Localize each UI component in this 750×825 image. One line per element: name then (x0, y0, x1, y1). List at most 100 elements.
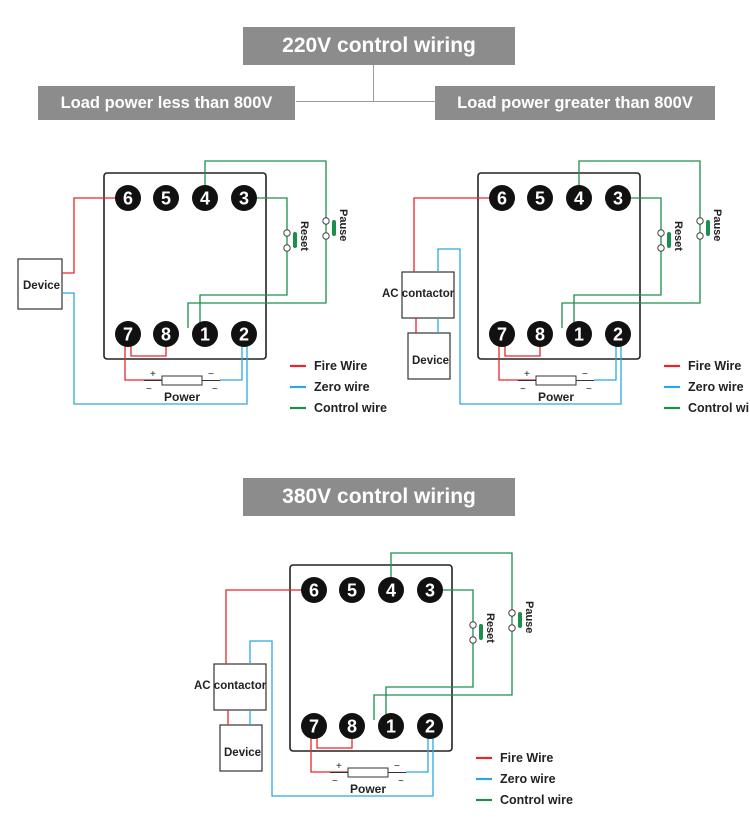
zero-wire-load (437, 248, 622, 405)
fire-wire-bridge (130, 342, 167, 357)
reset-button-label: Reset (298, 221, 310, 251)
zero-wire-power (220, 342, 243, 381)
terminal-1 (566, 321, 592, 347)
relay-housing (103, 172, 267, 360)
terminal-2 (417, 713, 443, 739)
power-plus: + (336, 761, 342, 772)
terminal-label: 3 (239, 189, 249, 209)
device-box (219, 724, 263, 772)
pause-button-label: Pause (711, 209, 723, 241)
device-label: Device (412, 355, 449, 367)
power-symbol (347, 767, 389, 778)
terminal-label: 2 (425, 717, 435, 737)
terminal-label: 7 (123, 325, 133, 345)
power-minus: − (582, 369, 588, 380)
relay-housing (477, 172, 641, 360)
zero-wire-power (594, 342, 617, 381)
terminal-4 (192, 185, 218, 211)
legend-label: Zero wire (500, 772, 556, 786)
terminal-label: 6 (497, 189, 507, 209)
terminal-label: 8 (161, 325, 171, 345)
device-box (17, 258, 63, 310)
pause-button-contact (322, 217, 330, 225)
legend-label: Fire Wire (688, 359, 741, 373)
power-label: Power (350, 782, 386, 796)
terminal-1 (378, 713, 404, 739)
power-tilde: ~ (332, 776, 338, 787)
terminal-5 (339, 577, 365, 603)
fire-wire-load (225, 589, 304, 664)
power-tilde: ~ (520, 384, 526, 395)
contactor-label: AC contactor (382, 288, 455, 300)
pause-button-label: Pause (523, 601, 535, 633)
reset-button-contact (283, 229, 291, 237)
fire-wire-bridge (504, 342, 541, 357)
terminal-6 (115, 185, 141, 211)
power-tilde: ~ (398, 776, 404, 787)
zero-wire-power (406, 734, 429, 773)
power-plus: + (524, 369, 530, 380)
power-tilde: ~ (146, 384, 152, 395)
terminal-4 (378, 577, 404, 603)
reset-button-label: Reset (484, 613, 496, 643)
terminal-label: 2 (239, 325, 249, 345)
pause-button-label: Pause (337, 209, 349, 241)
terminal-label: 7 (497, 325, 507, 345)
terminal-4 (566, 185, 592, 211)
title-220v: 220V control wiring (243, 27, 515, 65)
relay-housing (289, 564, 453, 752)
legend-label: Fire Wire (500, 751, 553, 765)
pause-button-contact (322, 232, 330, 240)
control-wire-pause (561, 160, 701, 328)
terminal-5 (153, 185, 179, 211)
control-wire-reset (573, 197, 662, 324)
terminal-label: 1 (574, 325, 584, 345)
terminal-label: 3 (613, 189, 623, 209)
contactor-label: AC contactor (194, 680, 267, 692)
pause-button-switch (518, 612, 522, 628)
terminal-7 (489, 321, 515, 347)
power-minus: − (208, 369, 214, 380)
fire-wire-load (62, 197, 118, 274)
terminal-label: 6 (123, 189, 133, 209)
terminal-label: 5 (535, 189, 545, 209)
power-label: Power (164, 390, 200, 404)
terminal-label: 8 (347, 717, 357, 737)
terminal-8 (339, 713, 365, 739)
terminal-5 (527, 185, 553, 211)
power-label: Power (538, 390, 574, 404)
terminal-7 (301, 713, 327, 739)
device-box (407, 332, 451, 380)
reset-button-contact (469, 636, 477, 644)
terminal-label: 5 (161, 189, 171, 209)
terminal-7 (115, 321, 141, 347)
terminal-3 (231, 185, 257, 211)
reset-button-contact (657, 229, 665, 237)
terminal-3 (417, 577, 443, 603)
terminal-label: 1 (386, 717, 396, 737)
terminal-label: 2 (613, 325, 623, 345)
terminal-label: 8 (535, 325, 545, 345)
fire-wire-load (413, 197, 492, 272)
reset-button-contact (657, 244, 665, 252)
legend-label: Zero wire (688, 380, 744, 394)
legend-label: Zero wire (314, 380, 370, 394)
device-label: Device (224, 747, 261, 759)
terminal-label: 5 (347, 581, 357, 601)
control-wire-reset (385, 589, 474, 716)
terminal-label: 4 (386, 581, 396, 601)
control-wire-pause (187, 160, 327, 328)
legend-label: Control wire (500, 793, 573, 807)
pause-button-contact (696, 232, 704, 240)
terminal-label: 4 (200, 189, 210, 209)
pause-button-contact (508, 624, 516, 632)
power-minus: − (394, 761, 400, 772)
terminal-6 (301, 577, 327, 603)
terminal-label: 7 (309, 717, 319, 737)
power-tilde: ~ (212, 384, 218, 395)
reset-button-switch (667, 232, 671, 248)
legend-label: Control wire (314, 401, 387, 415)
power-plus: + (150, 369, 156, 380)
power-symbol (161, 375, 203, 386)
terminal-6 (489, 185, 515, 211)
